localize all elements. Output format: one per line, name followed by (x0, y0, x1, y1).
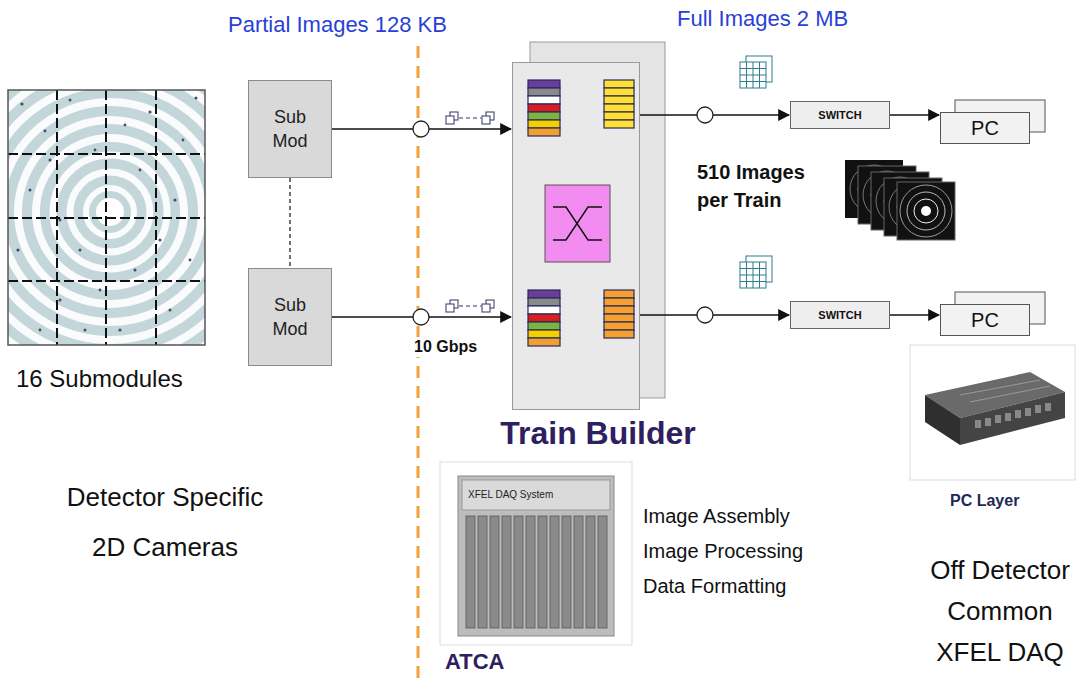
data-link-arrow (890, 114, 939, 116)
function-text-box: Image Processing (643, 539, 803, 563)
box-label: SWITCH (818, 308, 861, 322)
crossbar-switch (545, 185, 610, 262)
packet-icons (446, 112, 494, 312)
boundary-dashed-line (417, 46, 420, 680)
continuation-line (289, 178, 290, 267)
box-label: Sub Mod (265, 105, 315, 153)
function-text: Image Processing (643, 539, 803, 563)
caption-text: Detector Specific 2D Cameras (60, 472, 270, 572)
box-label: SWITCH (818, 108, 861, 122)
data-link-arrow (640, 114, 789, 116)
edge-label-box: 10 Gbps (412, 337, 479, 357)
train-builder-cards (512, 42, 665, 410)
image-count-note-box: 510 Images per Train (697, 158, 822, 214)
box-label: Sub Mod (265, 293, 315, 341)
detector-image (0, 48, 274, 376)
submodule-box: Sub Mod (248, 80, 332, 178)
function-text-box: Data Formatting (643, 574, 786, 598)
hardware-name-box: ATCA (445, 649, 504, 675)
caption-text-box: 16 Submodules (16, 364, 183, 393)
switch-box: SWITCH (790, 101, 890, 129)
hardware-name: ATCA (445, 649, 504, 675)
data-link-arrow (890, 314, 939, 316)
chassis-label: XFEL DAQ System (468, 489, 553, 501)
train-builder-board: Train Builder (512, 62, 640, 410)
caption-text: Off Detector Common XFEL DAQ (925, 550, 1075, 673)
server-photo (910, 345, 1075, 480)
submodule-box: Sub Mod (248, 268, 332, 366)
section-title: Partial Images 128 KB (228, 12, 447, 38)
box-label: PC (971, 308, 999, 332)
section-title-box: Partial Images 128 KB (228, 12, 447, 38)
hardware-name-box: PC Layer (950, 491, 1019, 510)
section-title-box: Full Images 2 MB (677, 6, 848, 32)
section-title: Full Images 2 MB (677, 6, 848, 32)
hardware-name: PC Layer (950, 491, 1019, 510)
caption-text-box: Off Detector Common XFEL DAQ (925, 550, 1075, 673)
fiber-connector (413, 107, 713, 325)
caption-text-box: Detector Specific 2D Cameras (60, 472, 270, 572)
function-text: Data Formatting (643, 574, 786, 598)
pc-box: PC (940, 304, 1030, 336)
switch-box: SWITCH (790, 301, 890, 329)
function-text-box: Image Assembly (643, 504, 790, 528)
caption-text: 16 Submodules (16, 364, 183, 393)
atca-crate-photo (440, 462, 632, 645)
image-stack (845, 160, 955, 240)
board-title: Train Builder (500, 415, 696, 451)
box-label: PC (971, 116, 999, 140)
function-text: Image Assembly (643, 504, 790, 528)
data-link-arrow (640, 314, 789, 316)
chassis-label-box: XFEL DAQ System (468, 489, 553, 501)
pc-box: PC (940, 112, 1030, 144)
image-count-note: 510 Images per Train (697, 158, 822, 214)
link-speed: 10 Gbps (412, 337, 479, 357)
